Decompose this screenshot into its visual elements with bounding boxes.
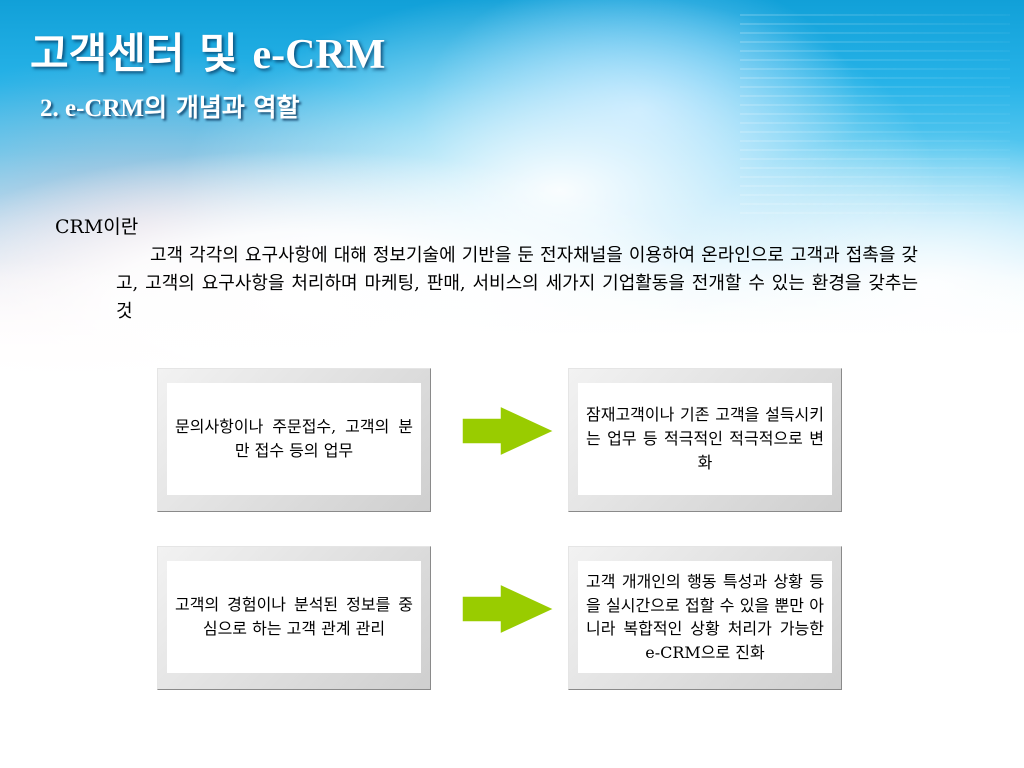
- slide-subtitle: 2. e-CRM의 개념과 역할: [40, 88, 300, 124]
- before-box-1: 문의사항이나 주문접수, 고객의 분만 접수 등의 업무: [157, 368, 431, 512]
- subtitle-korean: 의 개념과 역할: [144, 93, 300, 122]
- header-banner: [0, 0, 1024, 380]
- after-box-2-panel: 고객 개개인의 행동 특성과 상황 등을 실시간으로 접할 수 있을 뿐만 아니…: [578, 561, 832, 673]
- right-arrow-icon: [462, 406, 554, 456]
- title-korean: 고객센터 및: [30, 29, 238, 78]
- before-box-1-text: 문의사항이나 주문접수, 고객의 분만 접수 등의 업무: [175, 417, 413, 460]
- subtitle-latin: 2. e-CRM: [40, 95, 145, 122]
- slide-title: 고객센터 및 e-CRM: [30, 20, 385, 81]
- right-arrow-icon: [462, 584, 554, 634]
- after-box-2: 고객 개개인의 행동 특성과 상황 등을 실시간으로 접할 수 있을 뿐만 아니…: [568, 546, 842, 690]
- after-box-1: 잠재고객이나 기존 고객을 설득시키는 업무 등 적극적인 적극적으로 변화: [568, 368, 842, 512]
- title-latin: e-CRM: [252, 32, 386, 78]
- after-box-1-text: 잠재고객이나 기존 고객을 설득시키는 업무 등 적극적인 적극적으로 변화: [586, 405, 824, 472]
- before-box-1-panel: 문의사항이나 주문접수, 고객의 분만 접수 등의 업무: [167, 383, 421, 495]
- before-box-2-panel: 고객의 경험이나 분석된 정보를 중심으로 하는 고객 관계 관리: [167, 561, 421, 673]
- banner-texture: [740, 14, 1010, 214]
- before-box-2-text: 고객의 경험이나 분석된 정보를 중심으로 하는 고객 관계 관리: [175, 595, 413, 638]
- section-heading: CRM이란: [55, 216, 139, 238]
- after-box-2-text: 고객 개개인의 행동 특성과 상황 등을 실시간으로 접할 수 있을 뿐만 아니…: [586, 572, 824, 662]
- definition-text: 고객 각각의 요구사항에 대해 정보기술에 기반을 둔 전자채널을 이용하여 온…: [116, 245, 918, 322]
- after-box-1-panel: 잠재고객이나 기존 고객을 설득시키는 업무 등 적극적인 적극적으로 변화: [578, 383, 832, 495]
- before-box-2: 고객의 경험이나 분석된 정보를 중심으로 하는 고객 관계 관리: [157, 546, 431, 690]
